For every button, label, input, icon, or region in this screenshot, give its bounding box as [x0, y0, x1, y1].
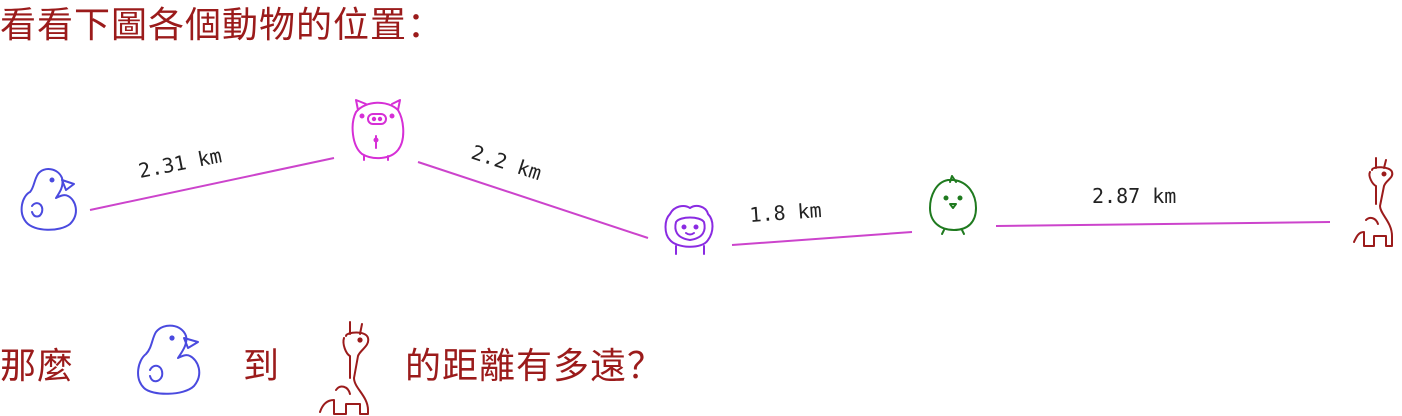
pig-icon: [351, 99, 405, 161]
duck-icon: [20, 168, 77, 231]
route-line-duck-pig: [89, 157, 335, 211]
route-line-chick-giraffe: [995, 221, 1331, 227]
route-line-sheep-chick: [731, 231, 913, 246]
distance-label-sheep-chick: 1.8 km: [749, 198, 823, 227]
question-duck-icon: [137, 324, 201, 395]
question-middle: 到: [243, 346, 280, 387]
route-line-pig-sheep: [417, 161, 649, 239]
question-prefix: 那麼: [0, 346, 75, 387]
giraffe-icon: [1353, 157, 1394, 247]
distance-label-chick-giraffe: 2.87 km: [1092, 184, 1176, 208]
page-title: 看看下圖各個動物的位置：: [0, 5, 445, 46]
question-giraffe-icon: [319, 321, 370, 415]
question-suffix: 的距離有多遠？: [405, 346, 665, 387]
distance-label-pig-sheep: 2.2 km: [468, 140, 544, 185]
chick-icon: [929, 175, 977, 235]
distance-label-duck-pig: 2.31 km: [136, 143, 223, 183]
sheep-icon: [664, 205, 714, 255]
